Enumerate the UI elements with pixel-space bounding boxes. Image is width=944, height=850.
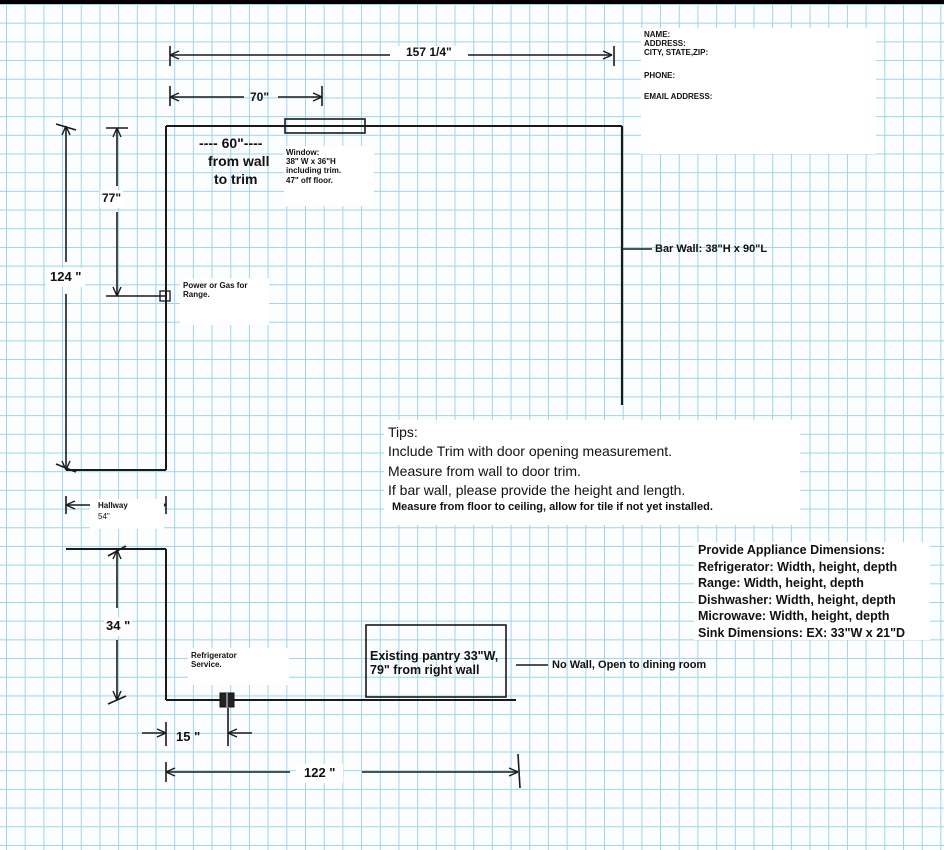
- window-note: Window: 38" W x 36"H including trim. 47"…: [284, 146, 374, 206]
- appliance-dimensions-block: Provide Appliance Dimensions: Refrigerat…: [694, 542, 930, 640]
- window-symbol: [284, 118, 366, 134]
- appliance-dishwasher: Dishwasher: Width, height, depth: [698, 592, 896, 607]
- phone-label: PHONE:: [644, 70, 676, 80]
- name-label: NAME:: [644, 30, 671, 39]
- appliance-refrigerator: Refrigerator: Width, height, depth: [698, 559, 898, 574]
- email-label: EMAIL ADDRESS:: [644, 91, 713, 101]
- power-gas-note: Power or Gas for Range.: [180, 278, 269, 325]
- dim-fridge-label: 15 ": [176, 729, 201, 744]
- dim-window-label: 70": [250, 90, 270, 104]
- tips-line-3: If bar wall, please provide the height a…: [388, 481, 686, 498]
- tips-line-1: Include Trim with door opening measureme…: [388, 443, 673, 460]
- appliance-range: Range: Width, height, depth: [698, 576, 864, 590]
- tips-line-2: Measure from wall to door trim.: [388, 462, 581, 479]
- bar-wall-note: Bar Wall: 38"H x 90"L: [655, 243, 768, 255]
- hallway-label: Hallway 54": [90, 499, 164, 529]
- top-edge-bar: [0, 0, 944, 4]
- dim-outlet-label: 77": [100, 190, 124, 208]
- tips-heading: Tips:: [388, 424, 418, 440]
- outlet-symbol: [159, 290, 171, 302]
- pantry-box: [365, 624, 507, 698]
- pantry-note: Existing pantry 33"W, 79" from right wal…: [370, 649, 499, 678]
- appliance-heading: Provide Appliance Dimensions:: [698, 543, 886, 557]
- no-wall-note: No Wall, Open to dining room: [552, 659, 707, 671]
- from-wall-note: ---- 60"---- from wall to trim: [199, 135, 270, 188]
- contact-info-block: NAME: ADDRESS: CITY, STATE,ZIP: PHONE: E…: [641, 28, 876, 154]
- dim-lower-left-label: 34 ": [104, 617, 133, 636]
- dim-top-wall-label: 157 1/4": [392, 45, 466, 60]
- dim-left-wall-label: 124 ": [46, 268, 86, 287]
- fridge-service-note: Refrigerator Service.: [188, 648, 289, 685]
- city-state-zip-label: CITY, STATE,ZIP:: [644, 48, 709, 58]
- address-label: ADDRESS:: [644, 39, 686, 49]
- appliance-sink: Sink Dimensions: EX: 33"W x 21"D: [698, 625, 906, 640]
- tips-line-4: Measure from floor to ceiling, allow for…: [392, 501, 713, 514]
- tips-block: Tips: Include Trim with door opening mea…: [384, 420, 800, 525]
- dim-bottom-wall-label: 122 ": [296, 764, 344, 783]
- appliance-microwave: Microwave: Width, height, depth: [698, 609, 890, 623]
